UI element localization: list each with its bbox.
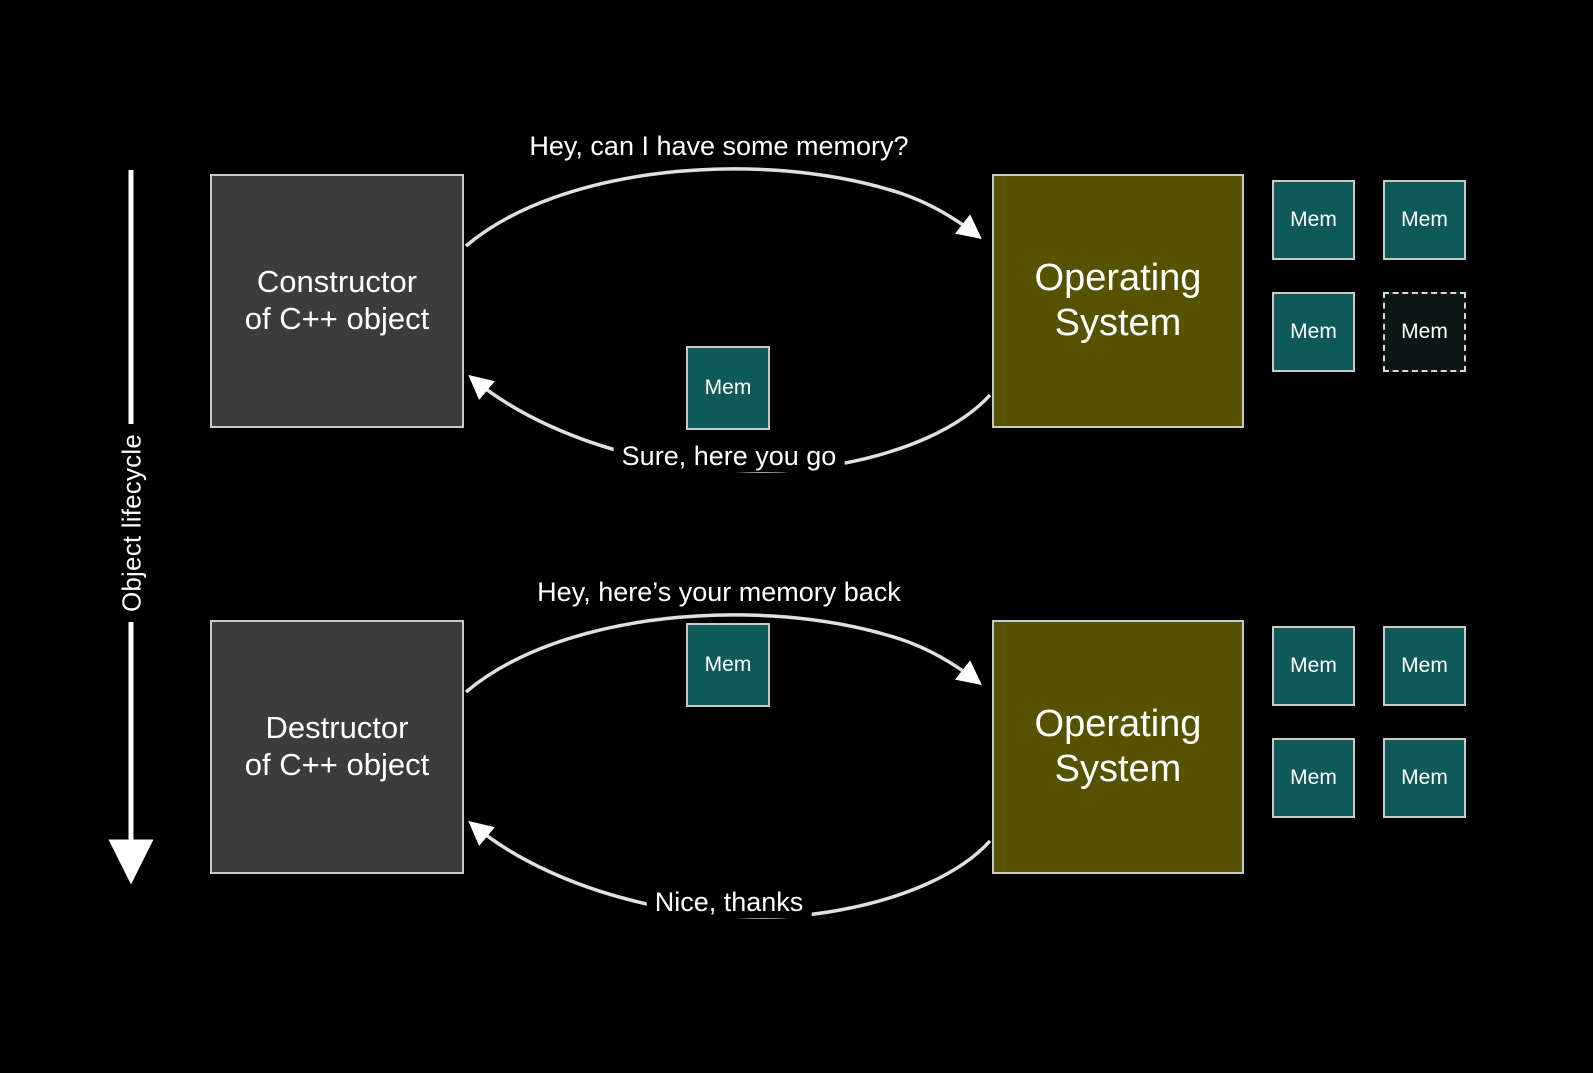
memory-pool-top-block-4-label: Mem [1401, 320, 1448, 343]
constructor-line-1: Constructor [256, 264, 418, 300]
constructor-line-2: of C++ object [244, 301, 430, 336]
os-bottom-line-1: Operating [1034, 703, 1202, 746]
constructor-node[interactable]: Constructor of C++ object [210, 174, 464, 428]
object-lifecycle-label: Object lifecycle [116, 423, 148, 623]
memory-pool-bottom-block-1[interactable]: Mem [1272, 626, 1355, 706]
destructor-line-2: of C++ object [244, 747, 430, 782]
memory-pool-bottom-block-4[interactable]: Mem [1383, 738, 1466, 818]
speech-return-memory: Hey, here’s your memory back [529, 577, 909, 608]
speech-grant-memory: Sure, here you go [613, 441, 845, 472]
memory-pool-bottom-block-3[interactable]: Mem [1272, 738, 1355, 818]
memory-pool-bottom-block-2-label: Mem [1401, 654, 1448, 677]
memory-pool-top-block-1-label: Mem [1290, 208, 1337, 231]
memory-pool-bottom-block-4-label: Mem [1401, 766, 1448, 789]
destructor-node[interactable]: Destructor of C++ object [210, 620, 464, 874]
memory-block-in-transit-top[interactable]: Mem [686, 346, 770, 430]
memory-pool-bottom-block-3-label: Mem [1290, 766, 1337, 789]
object-lifecycle-axis: Object lifecycle [112, 168, 152, 878]
destructor-node-text: Destructor of C++ object [245, 710, 429, 783]
os-bottom-line-2: System [1054, 748, 1182, 790]
memory-pool-bottom-block-2[interactable]: Mem [1383, 626, 1466, 706]
memory-pool-top-block-3[interactable]: Mem [1272, 292, 1355, 372]
operating-system-node-bottom-text: Operating System [1035, 702, 1202, 792]
arrow-request-memory [464, 167, 982, 248]
memory-block-in-transit-bottom[interactable]: Mem [686, 623, 770, 707]
constructor-node-text: Constructor of C++ object [245, 264, 429, 337]
speech-request-memory: Hey, can I have some memory? [521, 131, 917, 162]
operating-system-node-bottom[interactable]: Operating System [992, 620, 1244, 874]
operating-system-node-top-text: Operating System [1035, 256, 1202, 346]
memory-pool-top-block-1[interactable]: Mem [1272, 180, 1355, 260]
memory-pool-bottom-block-1-label: Mem [1290, 654, 1337, 677]
operating-system-node-top[interactable]: Operating System [992, 174, 1244, 428]
memory-block-in-transit-top-label: Mem [704, 376, 752, 399]
memory-pool-top-block-2-label: Mem [1401, 208, 1448, 231]
os-top-line-1: Operating [1034, 257, 1202, 300]
destructor-line-1: Destructor [265, 710, 409, 746]
memory-pool-top-block-3-label: Mem [1290, 320, 1337, 343]
os-top-line-2: System [1054, 302, 1182, 344]
memory-pool-top-block-2[interactable]: Mem [1383, 180, 1466, 260]
speech-acknowledge-memory: Nice, thanks [646, 887, 812, 918]
memory-block-in-transit-bottom-label: Mem [704, 653, 752, 676]
memory-pool-top-block-4-free[interactable]: Mem [1383, 292, 1466, 372]
